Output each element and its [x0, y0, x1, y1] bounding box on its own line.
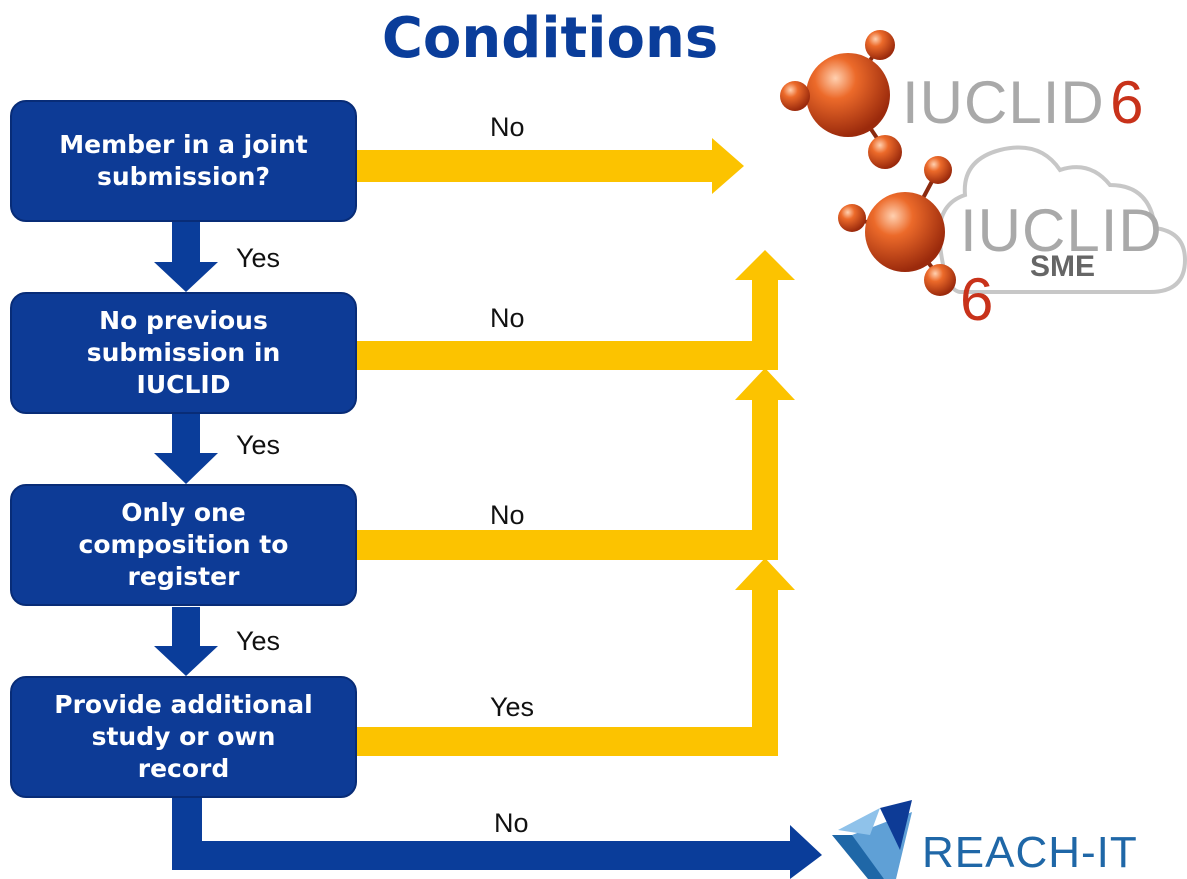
molecule-icon [780, 30, 902, 169]
decision-line: Provide additional [54, 690, 313, 719]
reach-it-icon [832, 800, 912, 879]
no-label-4: No [494, 808, 529, 838]
decision-line: study or own [91, 722, 276, 751]
decision-line: record [137, 754, 230, 783]
no-arrow-3 [357, 368, 795, 560]
decision-line: submission in [86, 338, 281, 367]
yes-label-4: Yes [490, 692, 535, 722]
no-arrow-to-iuclid [357, 138, 744, 194]
decision-box-joint-submission: Member in a joint submission? [10, 100, 357, 222]
no-label-1: No [490, 112, 525, 142]
no-arrow-to-reach-it [172, 798, 822, 879]
yes-label-2: Yes [236, 430, 281, 460]
no-arrow-2 [357, 250, 795, 370]
yes-label-1: Yes [236, 243, 281, 273]
sme-badge: SME [1030, 250, 1096, 283]
decision-line: register [127, 562, 240, 591]
no-label-2: No [490, 303, 525, 333]
iuclid-sme-logo-version: 6 [960, 266, 995, 333]
decision-line: composition to [78, 530, 289, 559]
yes-arrow-3 [154, 607, 218, 676]
yes-arrow-2 [154, 414, 218, 484]
iuclid-sme-logo-name: IUCLID [960, 197, 1163, 264]
decision-line: submission? [96, 162, 270, 191]
page-title: Conditions [381, 6, 719, 71]
yes-label-3: Yes [236, 626, 281, 656]
iuclid-logo-version: 6 [1110, 69, 1145, 136]
decision-box-one-composition: Only one composition to register [10, 484, 357, 606]
decision-line: Member in a joint [59, 130, 308, 159]
decision-box-previous-submission: No previous submission in IUCLID [10, 292, 357, 414]
iuclid-sme-logo: IUCLID 6 [960, 196, 1187, 334]
iuclid-logo: IUCLID 6 [902, 68, 1145, 137]
decision-line: No previous [99, 306, 268, 335]
no-label-3: No [490, 500, 525, 530]
yes-arrow-4 [357, 558, 795, 756]
cloud-icon [838, 145, 1187, 296]
yes-arrow-1 [154, 222, 218, 292]
iuclid-logo-name: IUCLID [902, 69, 1105, 136]
decision-box-additional-study: Provide additional study or own record [10, 676, 357, 798]
reach-it-logo: REACH-IT [922, 828, 1138, 877]
decision-line: IUCLID [136, 370, 231, 399]
decision-line: Only one [121, 498, 246, 527]
